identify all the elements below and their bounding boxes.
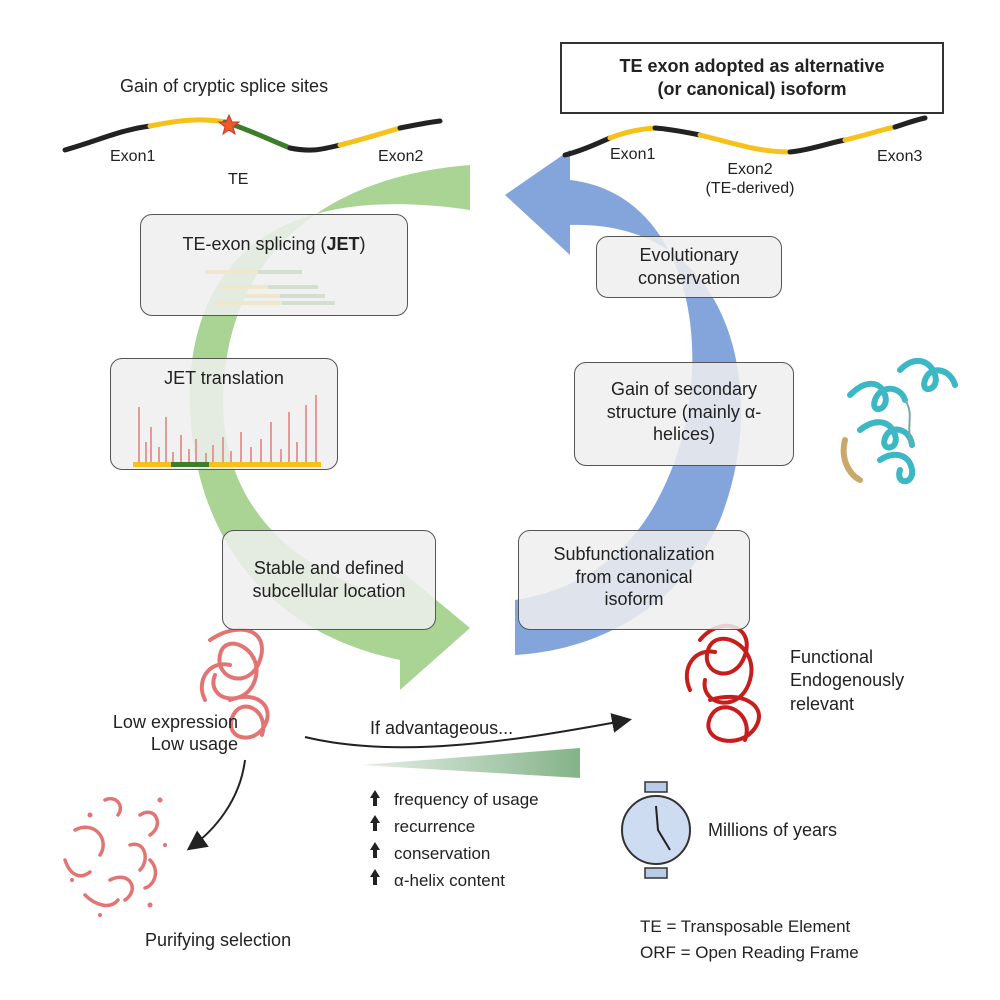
structure-line2: structure (mainly α- xyxy=(606,401,762,422)
structure-box: Gain of secondary structure (mainly α- h… xyxy=(574,362,794,466)
conservation-line2: conservation xyxy=(637,267,741,288)
exon1-label-left: Exon1 xyxy=(110,148,156,165)
purifying-arrow xyxy=(186,759,246,851)
cryptic-splice-title: Gain of cryptic splice sites xyxy=(120,76,329,96)
translation-label: JET translation xyxy=(164,368,284,388)
helix-structure-icon xyxy=(840,358,958,485)
purifying-selection-label: Purifying selection xyxy=(145,930,292,950)
translation-box: JET translation xyxy=(110,358,338,470)
location-label: Stable and defined subcellular location xyxy=(223,557,435,602)
location-box: Stable and defined subcellular location xyxy=(222,530,436,630)
conservation-line1: Evolutionary xyxy=(639,245,739,265)
structure-label: Gain of secondary structure (mainly α- h… xyxy=(575,378,793,446)
low-usage-line: Low usage xyxy=(150,733,238,754)
legend-te: TE = Transposable Element xyxy=(640,917,851,936)
exon2-label-right: Exon2 (TE-derived) xyxy=(690,160,810,198)
location-line1: Stable and defined xyxy=(253,558,405,578)
splicing-prefix: TE-exon splicing ( xyxy=(182,234,327,254)
trend-item: frequency of usage xyxy=(394,790,539,809)
degraded-fragments xyxy=(70,797,167,917)
millions-of-years-label: Millions of years xyxy=(708,820,838,840)
trend-item: conservation xyxy=(394,844,491,863)
trend-list: frequency of usage recurrence conservati… xyxy=(394,786,539,894)
gene-diagram-right xyxy=(562,115,928,158)
exon2-label-left: Exon2 xyxy=(378,148,424,165)
low-expression-line: Low expression xyxy=(112,712,238,732)
trend-item: α-helix content xyxy=(394,871,505,890)
title-line2: (or canonical) isoform xyxy=(657,79,847,99)
gene-diagram-left xyxy=(62,117,443,153)
splicing-label: TE-exon splicing (JET) xyxy=(141,233,407,256)
exon1-label-right: Exon1 xyxy=(610,146,656,163)
legend-orf: ORF = Open Reading Frame xyxy=(640,942,859,962)
subfunc-label: Subfunctionalization from canonical isof… xyxy=(519,543,749,611)
increasing-wedge xyxy=(360,748,580,778)
te-label: TE xyxy=(228,171,249,188)
clock-icon xyxy=(621,781,691,879)
advantageous-arrow xyxy=(304,713,632,749)
up-arrows xyxy=(370,790,380,885)
ribosome-profile-chart xyxy=(133,395,321,467)
functional-protein-icon xyxy=(684,623,761,743)
exon3-label-right: Exon3 xyxy=(877,148,923,165)
subfunc-line2: from canonical xyxy=(575,566,693,587)
subfunc-box: Subfunctionalization from canonical isof… xyxy=(518,530,750,630)
conservation-box: Evolutionary conservation xyxy=(596,236,782,298)
splicing-bold: JET xyxy=(326,234,360,254)
abbreviation-legend: TE = Transposable Element ORF = Open Rea… xyxy=(640,914,859,965)
relevant-line: relevant xyxy=(790,693,855,714)
subfunc-line1: Subfunctionalization xyxy=(553,544,715,564)
exon2-subtext: (TE-derived) xyxy=(705,180,795,198)
structure-line3: helices) xyxy=(652,424,716,444)
splice-site-star-icon xyxy=(217,113,241,136)
if-advantageous-label: If advantageous... xyxy=(370,718,514,738)
adopted-isoform-title: TE exon adopted as alternative (or canoni… xyxy=(560,42,944,114)
degraded-protein-icon xyxy=(63,797,160,908)
trend-item: recurrence xyxy=(394,817,476,836)
structure-line1: Gain of secondary xyxy=(610,379,758,399)
subfunc-line3: isoform xyxy=(604,589,664,609)
endogenously-line: Endogenously xyxy=(790,670,905,691)
title-line1: TE exon adopted as alternative xyxy=(619,55,885,76)
splicing-suffix: ) xyxy=(359,234,366,254)
functional-line: Functional xyxy=(790,647,874,667)
location-line2: subcellular location xyxy=(252,580,406,601)
low-expression-protein-icon xyxy=(199,627,270,740)
splicing-box: TE-exon splicing (JET) xyxy=(140,214,408,316)
low-expression-label: Low expression Low usage xyxy=(38,712,238,755)
functional-label: Functional Endogenously relevant xyxy=(790,646,904,716)
conservation-label: Evolutionary conservation xyxy=(597,244,781,289)
exon2-text: Exon2 xyxy=(727,161,773,178)
